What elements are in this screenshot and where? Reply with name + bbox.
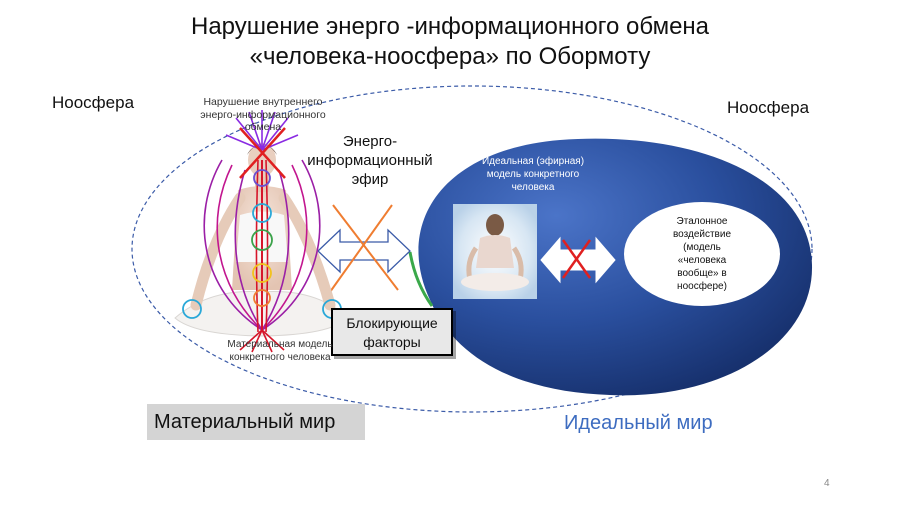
noosphere-label-right: Ноосфера [727, 98, 810, 117]
blocking-factors-box: Блокирующие факторы [331, 308, 453, 356]
noosphere-ellipse [131, 85, 813, 413]
red-cross-crown-2 [239, 127, 286, 179]
violation-label: Нарушение внутреннего энерго-информацион… [200, 96, 326, 133]
slide-title: Нарушение энерго -информационного обмена… [0, 12, 900, 72]
ideal-sphere-green-edge [408, 251, 434, 307]
title-line-1: Нарушение энерго -информационного обмена [190, 13, 710, 40]
ether-label: Энерго- информационный эфир [307, 133, 433, 188]
double-arrow-left [317, 228, 411, 274]
title-line-2: «человека-ноосфера» по Обормоту [249, 43, 651, 70]
material-model-label: Материальная модель конкретного человека [227, 339, 333, 363]
etalon-oval [624, 202, 780, 306]
material-world-label: Материальный мир [147, 404, 365, 440]
orange-cross-line-2 [329, 204, 393, 293]
ideal-world-label: Идеальный мир [564, 412, 713, 434]
orange-cross-line-1 [332, 204, 399, 291]
noosphere-label-left: Ноосфера [52, 93, 135, 112]
etalon-label: Эталонное воздействие (модель «человека … [672, 216, 732, 292]
ideal-model-photo [453, 204, 537, 299]
ideal-model-label: Идеальная (эфирная) модель конкретного ч… [481, 156, 585, 193]
chakra-rings [182, 169, 342, 319]
red-cross-right-2 [561, 239, 592, 279]
page-number: 4 [824, 478, 830, 489]
